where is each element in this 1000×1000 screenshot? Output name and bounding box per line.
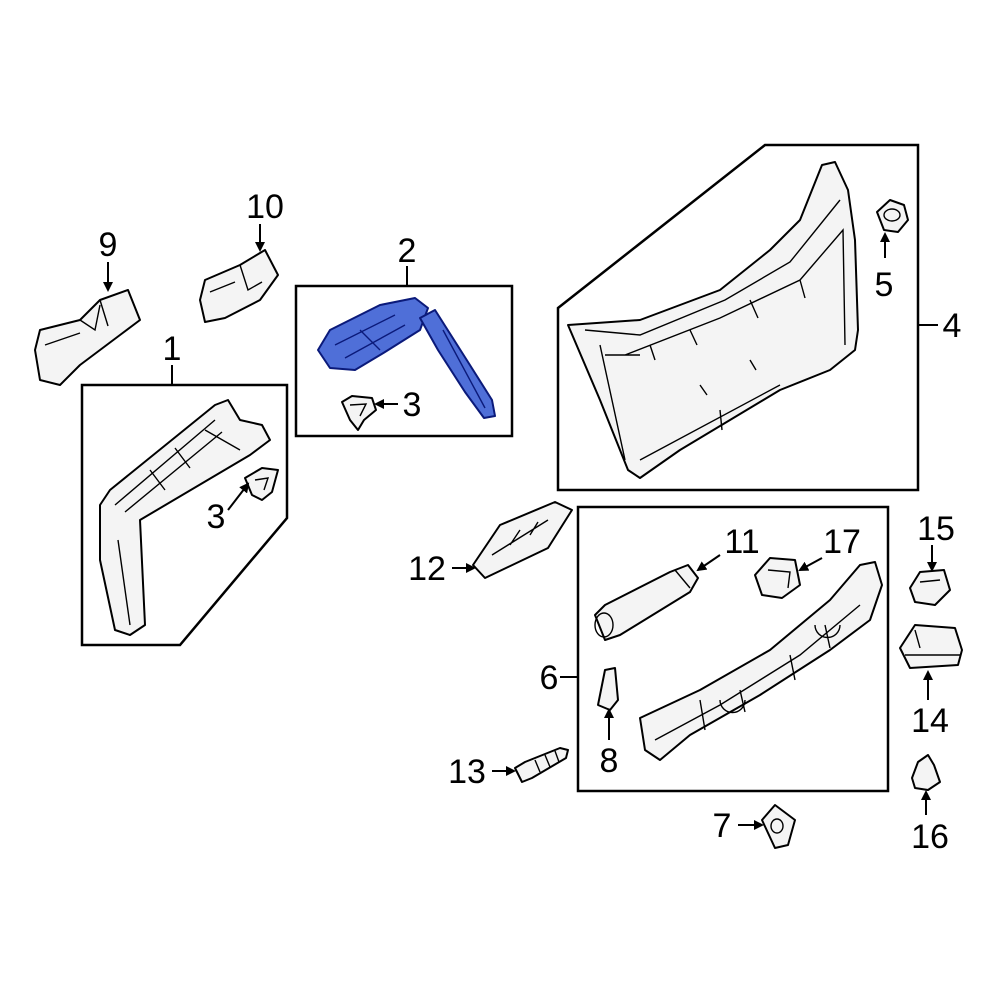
callout-12: 12	[408, 550, 446, 588]
callout-8: 8	[600, 742, 619, 780]
callout-15: 15	[917, 510, 955, 548]
clip-part-3a[interactable]	[244, 467, 279, 501]
callout-1: 1	[163, 330, 182, 368]
cover-part-8[interactable]	[597, 667, 619, 711]
callout-9: 9	[99, 226, 118, 264]
callout-11: 11	[724, 523, 759, 561]
group-box-1	[80, 365, 289, 647]
callout-10: 10	[246, 188, 284, 226]
group-box-2	[294, 266, 514, 438]
lamp-part-14[interactable]	[899, 624, 963, 669]
clip-part-15[interactable]	[909, 569, 951, 606]
clip-part-3b[interactable]	[341, 395, 377, 431]
fastener-part-5[interactable]	[876, 199, 909, 233]
handle-trim-part-6[interactable]	[639, 561, 883, 761]
pillar-trim-part-1[interactable]	[99, 399, 271, 636]
liftgate-trim-panel-part-4[interactable]	[567, 161, 859, 479]
bracket-part-9[interactable]	[34, 289, 141, 386]
callout-3a: 3	[207, 498, 226, 536]
callout-4: 4	[943, 307, 962, 345]
nut-part-7[interactable]	[761, 804, 796, 849]
bracket-part-10[interactable]	[199, 249, 279, 323]
callout-2: 2	[398, 232, 417, 270]
screw-part-13[interactable]	[514, 747, 569, 783]
handle-part-11[interactable]	[594, 564, 699, 641]
callout-6: 6	[540, 659, 559, 697]
highlighted-trim-part-2[interactable]	[317, 297, 496, 419]
callout-13: 13	[448, 753, 486, 791]
callout-17: 17	[823, 523, 861, 561]
callout-16: 16	[911, 818, 949, 856]
group-box-4	[556, 143, 938, 492]
callout-14: 14	[911, 702, 949, 740]
trim-strip-part-12[interactable]	[472, 501, 573, 579]
callout-5: 5	[875, 266, 894, 304]
callout-7: 7	[713, 807, 732, 845]
callout-3b: 3	[403, 386, 422, 424]
bezel-part-17[interactable]	[754, 557, 801, 599]
fastener-part-16[interactable]	[911, 754, 941, 791]
group-box-6	[560, 505, 890, 793]
